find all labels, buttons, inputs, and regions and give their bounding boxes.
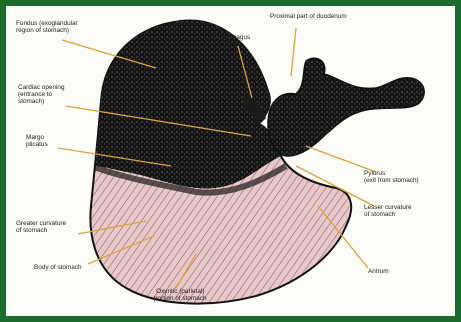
leader-pylorus [306,146,376,172]
label-duodenum: Proximal part of duodenum [270,13,347,20]
label-lesser-curvature: Lesser curvature of stomach [364,204,412,218]
label-body: Body of stomach [34,264,82,271]
label-antrum: Antrum [368,268,389,275]
label-fundus: Fundus (exoglandular region of stomach) [16,20,78,34]
label-oesophagus: Oesophagus [214,34,250,41]
label-pylorus: Pylorus (exit from stomach) [364,170,419,184]
label-margo-plicatus: Margo plicatus [26,134,48,148]
label-oxyntic: Oxyntic (parietal) portion of stomach [154,288,207,302]
label-cardiac-opening: Cardiac opening (entrance to stomach) [18,84,65,106]
diagram-frame: Fundus (exoglandular region of stomach) … [6,6,455,316]
leader-duodenum [291,28,296,76]
label-greater-curvature: Greater curvature of stomach [16,220,66,234]
